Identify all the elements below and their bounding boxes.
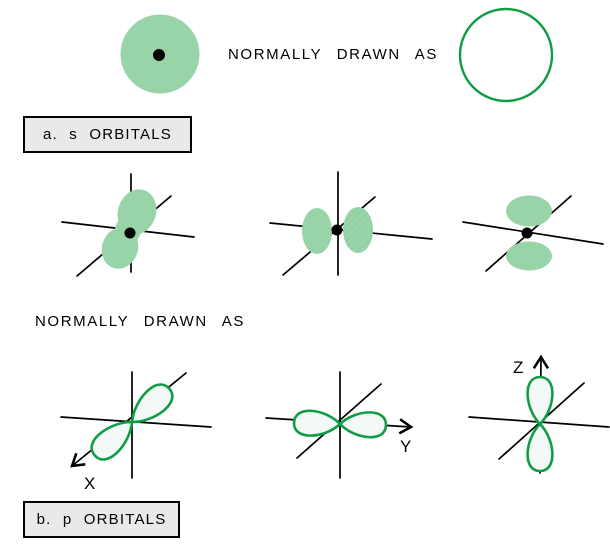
p-cloud-horizontal-lobes	[269, 171, 433, 276]
nucleus-dot	[331, 224, 343, 236]
normally-drawn-as-middle-label: NORMALLY DRAWN AS	[35, 313, 245, 330]
y-axis-label: Y	[400, 437, 412, 456]
s-orbital-outline-circle	[458, 7, 554, 103]
z-axis-label: Z	[513, 358, 524, 377]
nucleus-dot	[153, 49, 165, 61]
top-lobe	[506, 195, 552, 227]
normally-drawn-as-top-label: NORMALLY DRAWN AS	[228, 46, 438, 63]
section-a-label: a. s ORBITALS	[42, 126, 173, 143]
horizontal-axis-line	[462, 221, 604, 245]
section-a-box: a. s ORBITALS	[23, 116, 192, 153]
figure-eight-lobes	[292, 409, 388, 439]
figure-eight-lobes	[526, 375, 554, 473]
s-orbital-cloud	[120, 14, 200, 94]
p-cloud-vertical-lobes	[462, 195, 604, 272]
p-orbital-y: Y	[265, 371, 414, 479]
p-orbital-z: Z	[468, 354, 610, 474]
p-orbital-x: X	[60, 371, 212, 493]
electron-cloud-blob	[101, 189, 157, 269]
figure-eight-lobes	[90, 383, 174, 461]
nucleus-dot	[124, 227, 136, 239]
diagonal-axis-line	[296, 383, 382, 459]
right-lobe-hatch	[343, 207, 373, 253]
left-lobe	[302, 208, 332, 254]
bottom-lobe	[506, 241, 552, 271]
x-axis-label: X	[84, 474, 96, 493]
section-b-label: b. p ORBITALS	[36, 511, 167, 528]
nucleus-dot	[521, 227, 533, 239]
p-cloud-diagonal	[61, 173, 195, 277]
section-b-box: b. p ORBITALS	[23, 501, 180, 538]
